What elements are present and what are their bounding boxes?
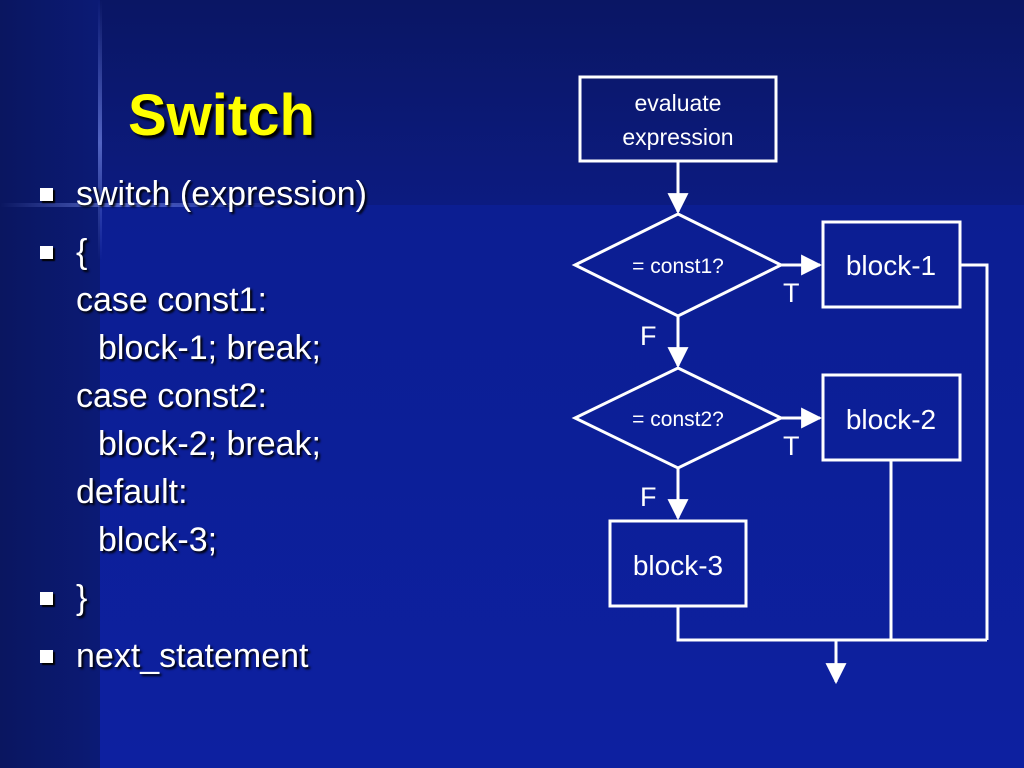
- false-label-2: F: [640, 482, 657, 512]
- background-band: [100, 205, 1024, 768]
- code-line: block-1; break;: [98, 329, 321, 367]
- bullet-square-icon: [40, 188, 53, 201]
- bullet-text: switch (expression): [76, 175, 367, 213]
- bullet-item-switch: switch (expression): [36, 170, 367, 218]
- bullet-item-next-statement: next_statement: [36, 632, 367, 680]
- bullet-square-icon: [40, 592, 53, 605]
- slide-title: Switch: [128, 83, 315, 148]
- code-line: case const2:: [76, 377, 267, 415]
- bullet-item-body: { case const1: block-1; break; case cons…: [36, 228, 367, 564]
- bullet-text: next_statement: [76, 637, 309, 675]
- evaluate-label: evaluate: [635, 90, 722, 116]
- block2-label: block-2: [846, 404, 936, 435]
- background-left: [0, 0, 100, 768]
- connector-block3-merge: [676, 606, 987, 642]
- bullet-square-icon: [40, 650, 53, 663]
- decision-const2-label: = const2?: [632, 408, 724, 431]
- decorative-glow-vertical: [98, 0, 102, 260]
- bullet-text: }: [76, 579, 88, 617]
- code-line: default:: [76, 473, 188, 511]
- bullet-item-close-brace: }: [36, 574, 367, 622]
- connector-block1-merge: [960, 263, 989, 640]
- decorative-glow-horizontal: [0, 203, 300, 207]
- block3-label: block-3: [633, 550, 723, 581]
- false-label-1: F: [640, 321, 657, 351]
- decision-const1-label: = const1?: [632, 255, 724, 278]
- true-label-2: T: [783, 431, 800, 461]
- bullet-list: switch (expression) { case const1: block…: [36, 170, 367, 690]
- code-line: case const1:: [76, 281, 267, 319]
- background-top: [0, 0, 1024, 205]
- bullet-square-icon: [40, 246, 53, 259]
- code-line: block-3;: [98, 521, 218, 559]
- code-line: {: [76, 233, 88, 271]
- expression-label: expression: [622, 124, 733, 150]
- true-label-1: T: [783, 278, 800, 308]
- code-line: block-2; break;: [98, 425, 321, 463]
- block1-label: block-1: [846, 250, 936, 281]
